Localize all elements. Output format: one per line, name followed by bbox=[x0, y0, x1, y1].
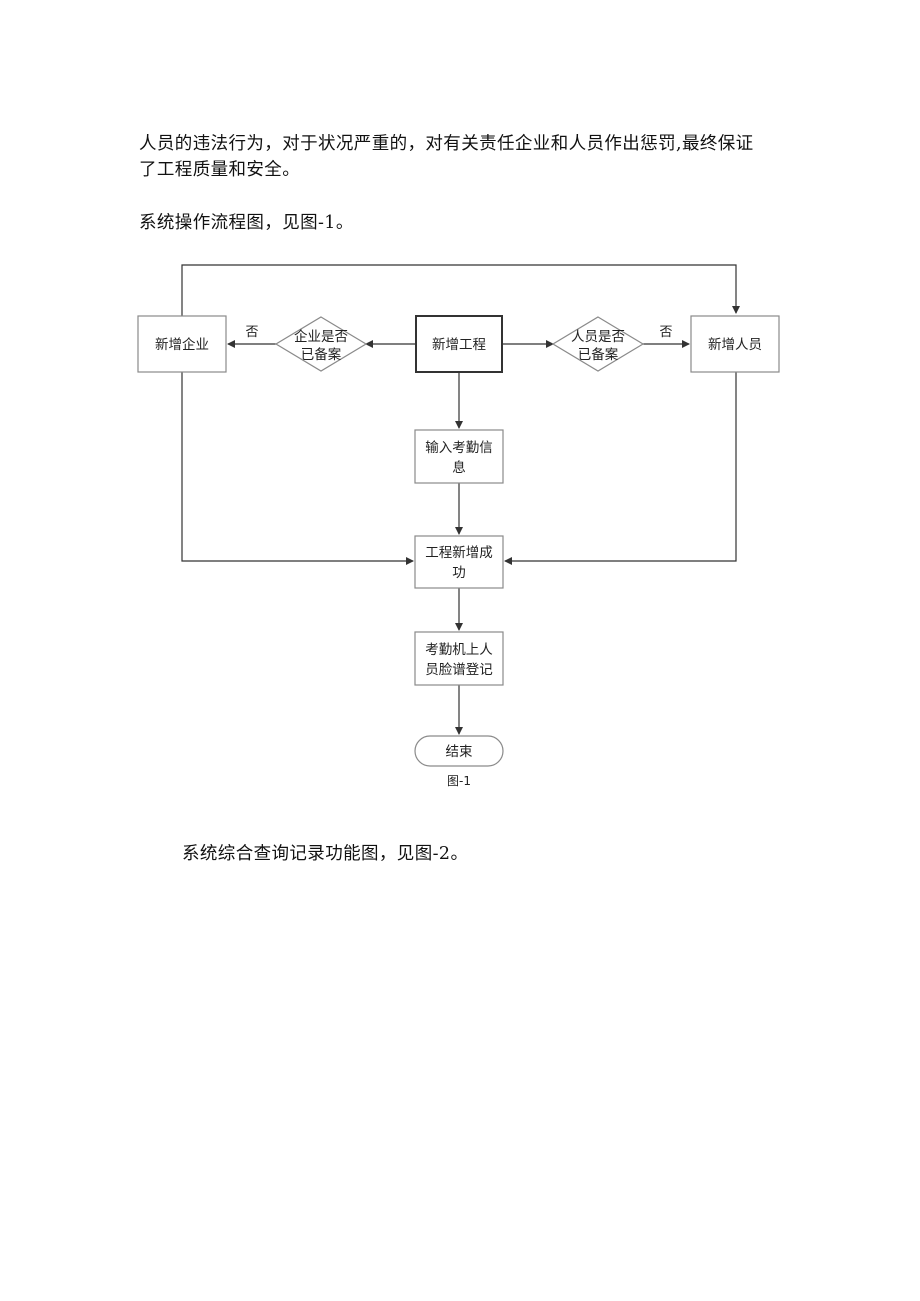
body-paragraph-3: 系统综合查询记录功能图，见图-2。 bbox=[182, 844, 469, 864]
paragraph-1-line-2: 了工程质量和安全。 bbox=[139, 160, 301, 180]
figure-caption: 图-1 bbox=[447, 774, 471, 788]
flowchart-connectors bbox=[181, 264, 740, 735]
node-add-person: 新增人员 bbox=[690, 315, 780, 373]
arrow-person-to-success bbox=[504, 372, 737, 565]
node-add-enterprise: 新增企业 bbox=[137, 315, 227, 373]
node-project-added-success: 工程新增成 功 bbox=[414, 535, 504, 589]
node-add-project-label: 新增工程 bbox=[432, 337, 486, 353]
node-person-registered-decision: 人员是否 已备案 bbox=[551, 316, 645, 372]
body-paragraph-1: 人员的违法行为，对于状况严重的，对有关责任企业和人员作出惩罚,最终保证 了工程质… bbox=[139, 131, 754, 183]
loop-enterprise-to-person bbox=[181, 264, 740, 316]
node-enterprise-registered-decision: 企业是否 已备案 bbox=[274, 316, 368, 372]
face-label-line-2: 员脸谱登记 bbox=[425, 662, 493, 678]
enterprise-decision-line-1: 企业是否 bbox=[294, 328, 348, 345]
node-end-terminator: 结束 bbox=[414, 735, 504, 767]
node-input-attendance: 输入考勤信 息 bbox=[414, 429, 504, 484]
body-paragraph-2: 系统操作流程图，见图-1。 bbox=[139, 213, 354, 233]
edge-label-enterprise-no: 否 bbox=[245, 325, 258, 340]
end-label: 结束 bbox=[446, 744, 473, 760]
arrow-enterprise-to-success bbox=[181, 372, 414, 565]
node-add-person-label: 新增人员 bbox=[708, 337, 762, 353]
face-label-line-1: 考勤机上人 bbox=[425, 642, 493, 658]
paragraph-1-line-1: 人员的违法行为，对于状况严重的，对有关责任企业和人员作出惩罚,最终保证 bbox=[139, 134, 754, 154]
person-decision-line-1: 人员是否 bbox=[571, 329, 625, 345]
enterprise-decision-line-2: 已备案 bbox=[301, 346, 342, 363]
node-add-enterprise-label: 新增企业 bbox=[155, 336, 209, 353]
attendance-label-line-1: 输入考勤信 bbox=[425, 440, 493, 456]
node-add-project: 新增工程 bbox=[415, 315, 503, 373]
node-face-registration: 考勤机上人 员脸谱登记 bbox=[414, 631, 504, 686]
person-decision-line-2: 已备案 bbox=[578, 346, 619, 363]
success-label-line-2: 功 bbox=[452, 565, 466, 581]
edge-label-person-no: 否 bbox=[659, 325, 672, 340]
success-label-line-1: 工程新增成 bbox=[425, 545, 493, 561]
attendance-label-line-2: 息 bbox=[452, 459, 466, 476]
flowchart-figure-1: 新增企业 企业是否 已备案 新增工程 人员是否 已备案 新增人员 否 否 输入考… bbox=[137, 264, 780, 788]
